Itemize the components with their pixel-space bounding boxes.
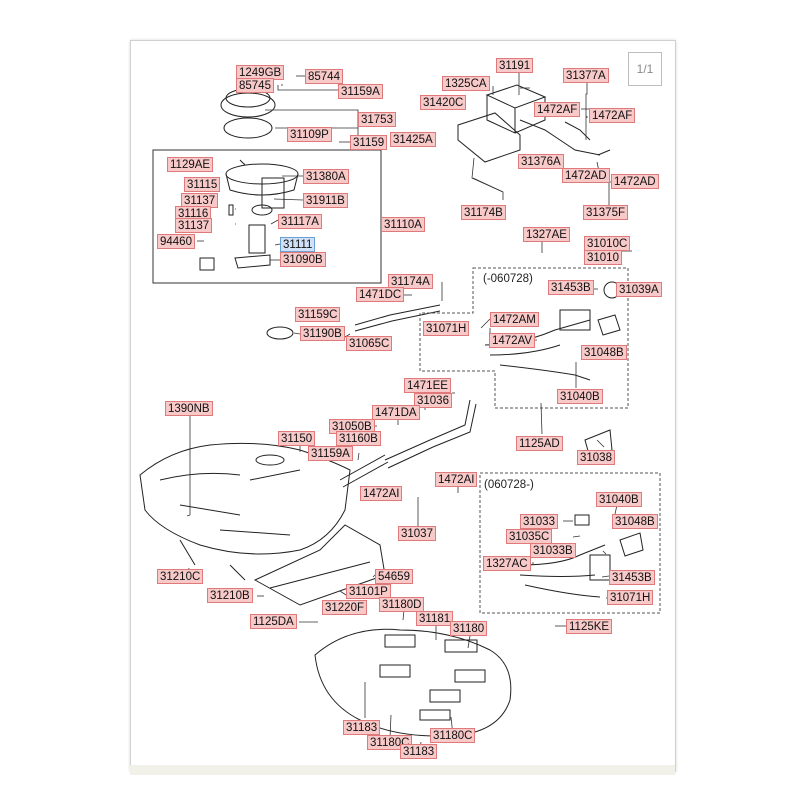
part-label-1327AC[interactable]: 1327AC <box>483 556 531 571</box>
part-label-85744[interactable]: 85744 <box>305 69 343 84</box>
part-label-1472AD-b[interactable]: 1472AD <box>611 174 659 189</box>
part-label-1472AD-a[interactable]: 1472AD <box>562 168 610 183</box>
part-label-1249GB[interactable]: 1249GB <box>236 65 285 80</box>
part-label-31110A[interactable]: 31110A <box>381 217 425 232</box>
part-label-31137-b[interactable]: 31137 <box>175 218 213 233</box>
part-label-31039A[interactable]: 31039A <box>616 282 662 297</box>
part-label-1472AF-a[interactable]: 1472AF <box>534 102 581 117</box>
part-label-31037[interactable]: 31037 <box>398 526 436 541</box>
part-label-31010[interactable]: 31010 <box>584 250 622 265</box>
fuel-pump-module-illustration <box>152 88 382 284</box>
part-label-31159A-top[interactable]: 31159A <box>338 84 383 99</box>
part-label-1129AE[interactable]: 1129AE <box>167 157 214 172</box>
part-label-31159A-mid[interactable]: 31159A <box>308 446 353 461</box>
part-label-1125AD[interactable]: 1125AD <box>516 436 563 451</box>
part-label-31117A[interactable]: 31117A <box>278 214 322 229</box>
part-label-31376A[interactable]: 31376A <box>518 154 564 169</box>
part-label-1471EE[interactable]: 1471EE <box>404 378 451 393</box>
part-label-31183-a[interactable]: 31183 <box>343 720 381 735</box>
part-label-31115[interactable]: 31115 <box>184 177 221 192</box>
part-label-31101P[interactable]: 31101P <box>346 584 391 599</box>
note-before-060728: (-060728) <box>483 273 533 285</box>
part-label-1125DA[interactable]: 1125DA <box>250 614 297 629</box>
part-label-1472AF-b[interactable]: 1472AF <box>589 108 636 123</box>
part-label-31071H-a[interactable]: 31071H <box>423 321 470 336</box>
part-label-31183-b[interactable]: 31183 <box>400 744 438 759</box>
part-label-31220F[interactable]: 31220F <box>322 600 368 615</box>
part-label-31210C[interactable]: 31210C <box>157 569 204 584</box>
part-label-1327AE[interactable]: 1327AE <box>523 227 570 242</box>
part-label-1472AI-a[interactable]: 1472AI <box>435 472 478 487</box>
part-label-31180D[interactable]: 31180D <box>379 597 425 612</box>
part-label-1325CA[interactable]: 1325CA <box>442 76 490 91</box>
part-label-31453B-b[interactable]: 31453B <box>609 570 655 585</box>
part-label-94460[interactable]: 94460 <box>157 234 195 249</box>
part-label-1471DA[interactable]: 1471DA <box>372 405 420 420</box>
part-label-1472AV[interactable]: 1472AV <box>489 333 536 348</box>
part-label-31010C[interactable]: 31010C <box>584 236 631 251</box>
dashed-boxes <box>419 267 661 614</box>
part-label-31191[interactable]: 31191 <box>496 58 534 73</box>
tank-pad-illustration <box>314 628 512 737</box>
part-label-31040B-b[interactable]: 31040B <box>596 492 642 507</box>
part-label-31109P[interactable]: 31109P <box>287 127 332 142</box>
part-label-31180C-b[interactable]: 31180C <box>430 728 476 743</box>
filler-detail-illustration <box>519 514 644 598</box>
part-label-31065C[interactable]: 31065C <box>346 336 393 351</box>
part-label-31036[interactable]: 31036 <box>414 393 452 408</box>
part-label-31160B[interactable]: 31160B <box>336 431 381 446</box>
part-label-31420C[interactable]: 31420C <box>420 95 467 110</box>
part-label-1471DC[interactable]: 1471DC <box>356 287 405 302</box>
part-label-31090B[interactable]: 31090B <box>280 252 326 267</box>
part-label-31111-selected[interactable]: 31111 <box>280 237 316 252</box>
part-label-31159[interactable]: 31159 <box>350 135 388 150</box>
part-label-1472AM[interactable]: 1472AM <box>490 312 539 327</box>
part-label-31040B-a[interactable]: 31040B <box>557 389 603 404</box>
part-label-31380A[interactable]: 31380A <box>303 169 349 184</box>
bottom-strip <box>130 765 675 775</box>
part-label-1390NB[interactable]: 1390NB <box>165 401 213 416</box>
part-label-31048B-a[interactable]: 31048B <box>581 345 627 360</box>
part-label-31048B-b[interactable]: 31048B <box>612 514 658 529</box>
part-label-31375F[interactable]: 31375F <box>583 205 629 220</box>
part-label-31137-a[interactable]: 31137 <box>181 193 219 208</box>
note-after-060728: (060728-) <box>484 479 534 491</box>
part-label-31038[interactable]: 31038 <box>577 450 615 465</box>
canister-illustration <box>457 84 611 163</box>
part-label-31425A[interactable]: 31425A <box>390 132 436 147</box>
part-label-31453B-a[interactable]: 31453B <box>548 280 594 295</box>
part-label-31377A[interactable]: 31377A <box>563 68 609 83</box>
part-label-31180-a[interactable]: 31180 <box>450 621 488 636</box>
part-label-1125KE[interactable]: 1125KE <box>566 619 613 634</box>
part-label-31911B[interactable]: 31911B <box>303 193 348 208</box>
part-label-31035C[interactable]: 31035C <box>506 529 553 544</box>
part-label-31150[interactable]: 31150 <box>278 431 316 446</box>
part-label-1472AI-b[interactable]: 1472AI <box>360 486 403 501</box>
part-label-54659[interactable]: 54659 <box>375 569 413 584</box>
part-label-31210B[interactable]: 31210B <box>207 588 253 603</box>
part-label-31753[interactable]: 31753 <box>358 112 396 127</box>
part-label-31071H-b[interactable]: 31071H <box>607 590 654 605</box>
part-label-31159C[interactable]: 31159C <box>295 307 341 322</box>
part-label-31190B[interactable]: 31190B <box>300 326 345 341</box>
part-label-31174B[interactable]: 31174B <box>461 205 506 220</box>
part-label-31181[interactable]: 31181 <box>416 611 454 626</box>
part-label-31033B[interactable]: 31033B <box>530 543 576 558</box>
part-label-31174A[interactable]: 31174A <box>388 274 433 289</box>
page-counter[interactable]: 1/1 <box>628 52 662 86</box>
part-label-31033-a[interactable]: 31033 <box>520 514 558 529</box>
part-label-85745[interactable]: 85745 <box>236 78 274 93</box>
